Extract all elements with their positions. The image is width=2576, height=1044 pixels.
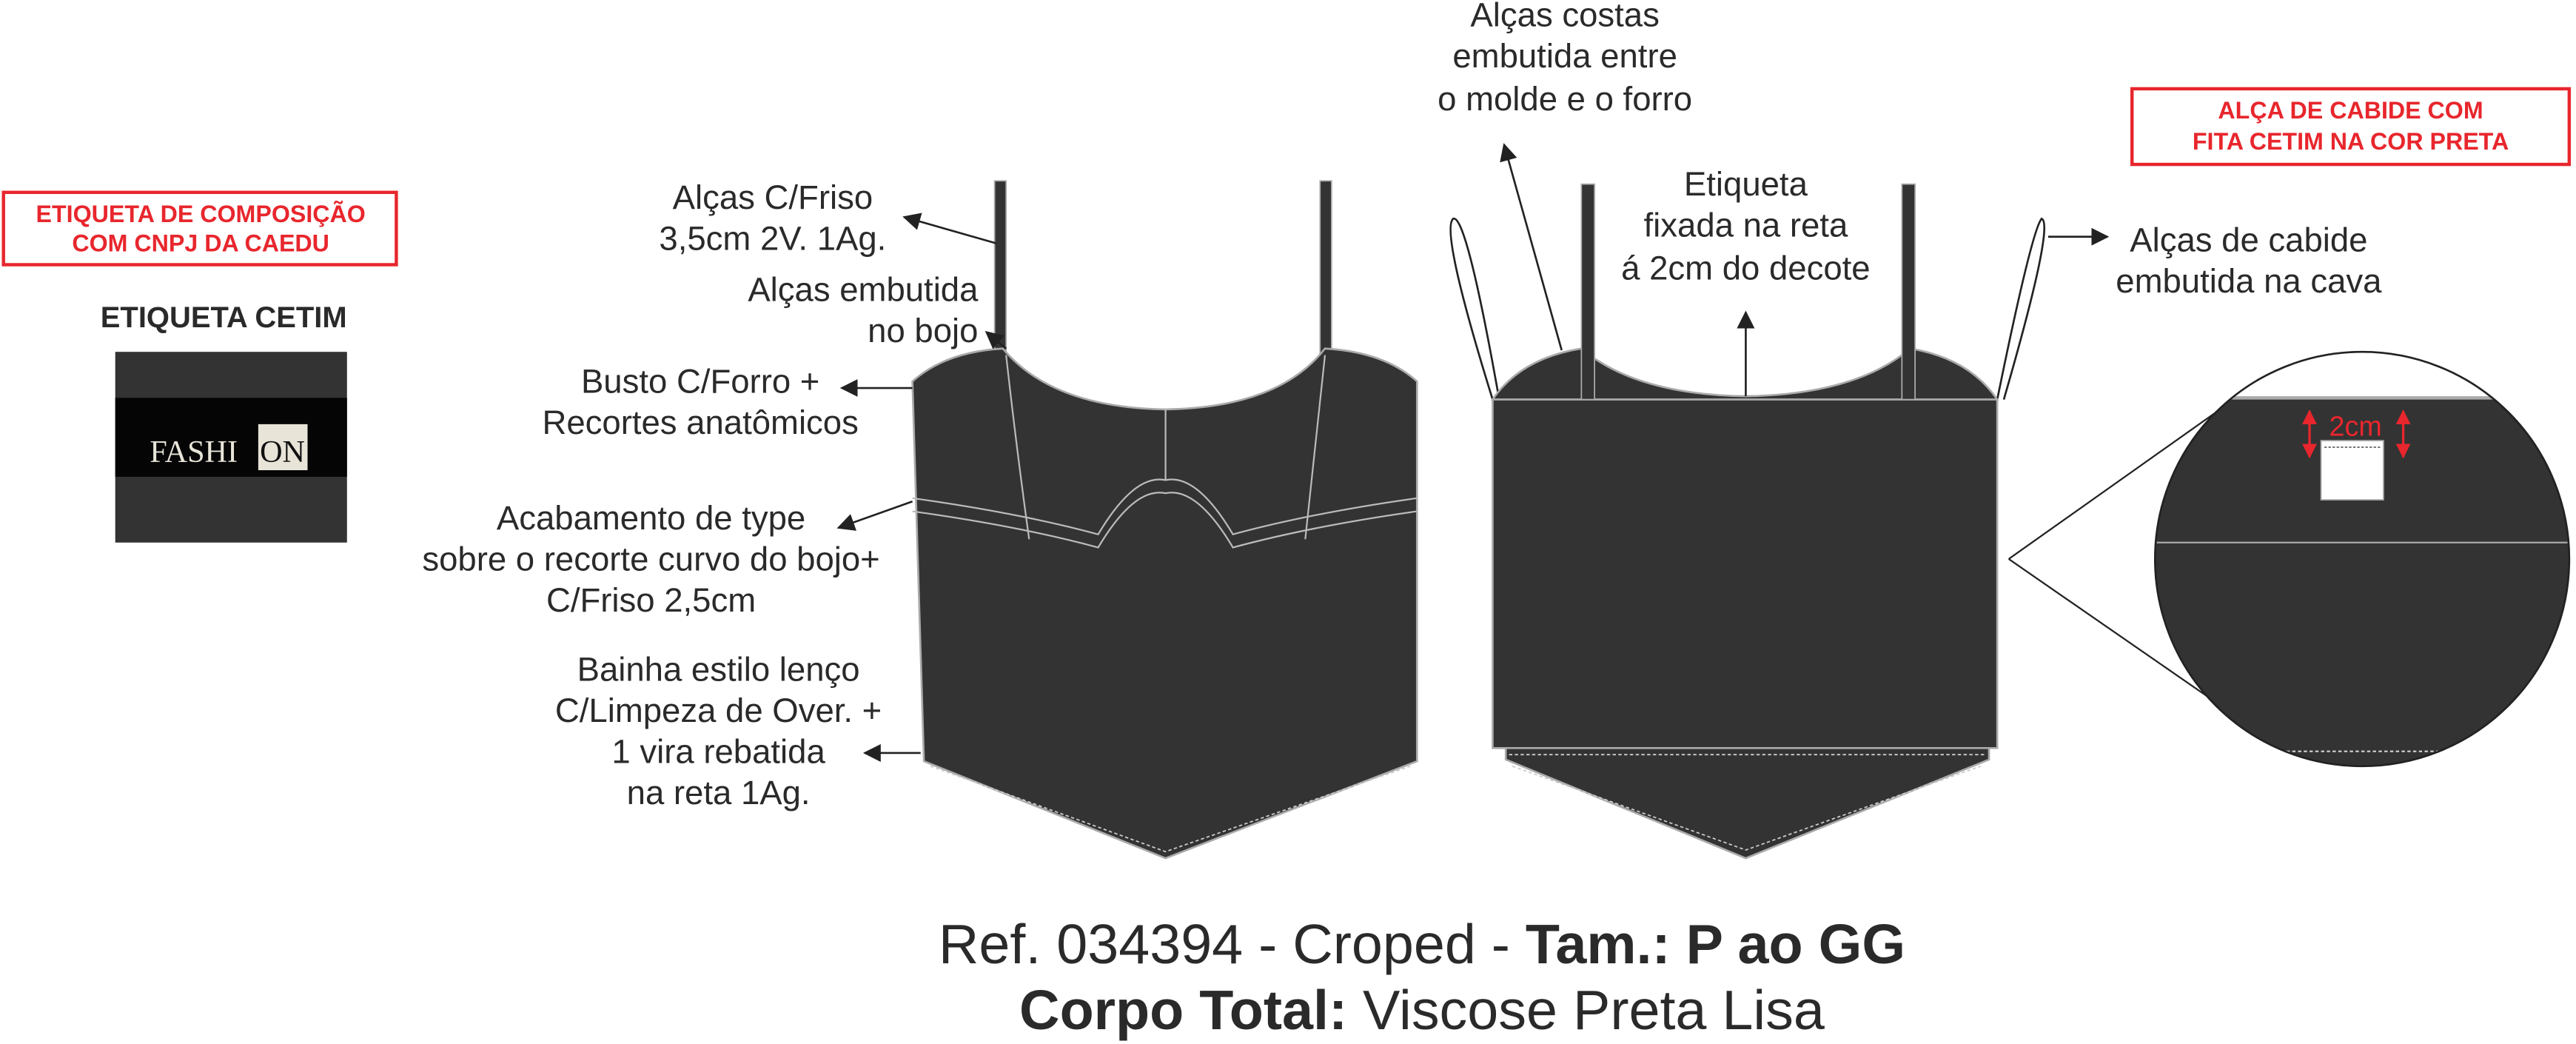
note-line: FITA CETIM NA COR PRETA — [2193, 128, 2509, 155]
annotation-text: embutida na cava — [2116, 262, 2382, 300]
material-label: Corpo Total: — [1019, 979, 1347, 1041]
annotation-text: C/Friso 2,5cm — [546, 581, 756, 619]
hanger-loop-right — [1996, 217, 2045, 400]
arrow-icon — [902, 213, 997, 244]
detail-zoom: 2cm — [2008, 350, 2571, 768]
note-line: COM CNPJ DA CAEDU — [72, 230, 329, 257]
annotation-text: C/Limpeza de Over. + — [555, 692, 882, 729]
note-line: ALÇA DE CABIDE COM — [2218, 97, 2483, 124]
annotation-text: á 2cm do decote — [1621, 249, 1870, 287]
annotation-text: sobre o recorte curvo do bojo+ — [422, 541, 879, 578]
composition-label-note: ETIQUETA DE COMPOSIÇÃO COM CNPJ DA CAEDU — [1, 190, 398, 267]
annotation-text: no bojo — [868, 312, 978, 349]
annotation-text: embutida entre — [1452, 37, 1677, 75]
front-annotations: Alças C/Friso 3,5cm 2V. 1Ag. Alças embut… — [422, 178, 1007, 812]
annotation-text: o molde e o forro — [1438, 80, 1692, 118]
logo-text-box: ON — [260, 435, 305, 469]
annotation-text: Alças de cabide — [2130, 221, 2367, 259]
annotation-text: Recortes anatômicos — [542, 404, 858, 441]
material-value: Viscose Preta Lisa — [1347, 979, 1825, 1041]
back-garment — [1449, 183, 2045, 860]
satin-label: ETIQUETA CETIM FASHI ON — [101, 301, 347, 543]
arrow-icon — [985, 331, 1007, 349]
annotation-text: 3,5cm 2V. 1Ag. — [659, 220, 886, 258]
annotation-text: na reta 1Ag. — [627, 774, 811, 812]
label-tag — [2320, 440, 2384, 501]
logo-text: FASHI — [150, 435, 238, 469]
hanger-loop-left — [1449, 217, 1500, 400]
note-line: ETIQUETA DE COMPOSIÇÃO — [36, 201, 366, 227]
material-line: Corpo Total: Viscose Preta Lisa — [1019, 979, 1825, 1041]
annotation-text: 1 vira rebatida — [611, 732, 825, 770]
size-range: Tam.: P ao GG — [1526, 913, 1905, 975]
hanger-note: ALÇA DE CABIDE COM FITA CETIM NA COR PRE… — [2130, 87, 2572, 167]
annotation-text: Alças costas — [1470, 0, 1659, 34]
measure-label: 2cm — [2330, 410, 2382, 441]
front-garment — [911, 180, 1418, 860]
satin-label-heading: ETIQUETA CETIM — [101, 301, 347, 334]
back-annotations: Alças costas embutida entre o molde e o … — [1438, 0, 2382, 397]
arrow-icon — [1500, 143, 1563, 351]
annotation-text: Busto C/Forro + — [581, 363, 819, 401]
footer-title: Ref. 034394 - Croped - Tam.: P ao GG Cor… — [939, 913, 1905, 1041]
annotation-text: Alças C/Friso — [673, 178, 873, 216]
annotation-text: Alças embutida — [748, 270, 979, 308]
reference-line: Ref. 034394 - Croped - Tam.: P ao GG — [939, 913, 1905, 975]
annotation-text: Etiqueta — [1684, 165, 1808, 203]
annotation-text: Acabamento de type — [497, 499, 805, 537]
arrow-icon — [836, 500, 913, 531]
reference-text: Ref. 034394 - Croped - — [939, 913, 1526, 975]
annotation-text: fixada na reta — [1644, 207, 1848, 244]
annotation-text: Bainha estilo lenço — [577, 650, 860, 688]
